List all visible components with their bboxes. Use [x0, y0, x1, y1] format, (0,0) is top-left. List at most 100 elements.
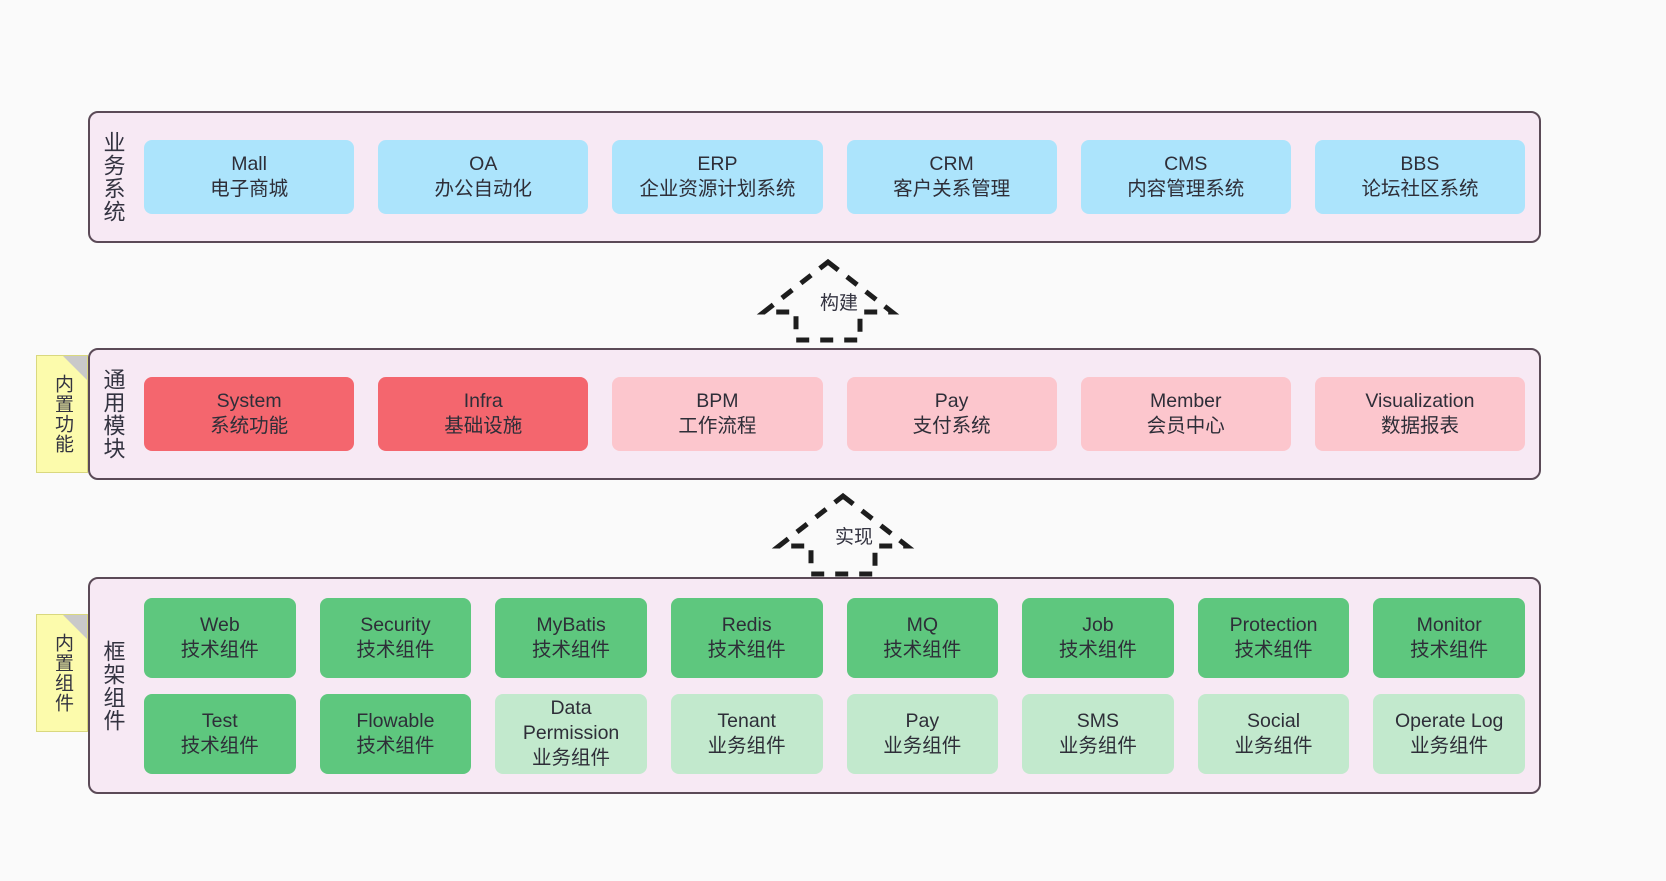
- module-card-member[interactable]: Member 会员中心: [1080, 377, 1291, 451]
- layer-row: System 系统功能 Infra 基础设施 BPM 工作流程 Pay 支付系统…: [144, 377, 1526, 451]
- module-card-erp[interactable]: ERP 企业资源计划系统: [612, 140, 823, 214]
- module-desc: 内容管理系统: [1127, 178, 1245, 200]
- connector-label: 构建: [820, 293, 859, 314]
- module-desc: 企业资源计划系统: [639, 178, 796, 200]
- layer-business-system: 业务系统 Mall 电子商城 OA 办公自动化 ERP 企业资源计划系统 CRM…: [88, 111, 1541, 243]
- layer-framework-component: 框架组件 Web 技术组件 Security 技术组件 MyBatis 技术组件…: [88, 577, 1541, 794]
- module-desc: 业务组件: [1058, 734, 1137, 757]
- module-card-sms[interactable]: SMS 业务组件: [1022, 693, 1174, 774]
- module-desc: 业务组件: [1410, 734, 1489, 757]
- module-card-job[interactable]: Job 技术组件: [1022, 597, 1174, 678]
- module-card-monitor[interactable]: Monitor 技术组件: [1373, 597, 1525, 678]
- module-desc: 技术组件: [1410, 638, 1489, 661]
- module-desc: 工作流程: [678, 415, 757, 437]
- module-desc: 办公自动化: [434, 178, 533, 200]
- module-card-pay[interactable]: Pay 支付系统: [846, 377, 1057, 451]
- module-desc: 会员中心: [1146, 415, 1225, 437]
- module-desc: 业务组件: [1234, 734, 1313, 757]
- module-card-pay-business[interactable]: Pay 业务组件: [846, 693, 999, 774]
- module-name: CMS: [1164, 153, 1208, 176]
- layer-title: 通用模块: [100, 368, 126, 460]
- module-desc: 技术组件: [707, 638, 786, 661]
- module-card-crm[interactable]: CRM 客户关系管理: [846, 140, 1057, 214]
- module-desc: 业务组件: [707, 734, 786, 757]
- sticky-note-label: 内置组件: [52, 633, 74, 713]
- generalization-arrow-icon: [756, 258, 900, 343]
- module-card-social[interactable]: Social 业务组件: [1197, 693, 1350, 774]
- layer-body: Mall 电子商城 OA 办公自动化 ERP 企业资源计划系统 CRM 客户关系…: [136, 113, 1539, 241]
- module-card-redis[interactable]: Redis 技术组件: [670, 597, 823, 678]
- layer-title: 框架组件: [100, 639, 126, 732]
- module-card-test[interactable]: Test 技术组件: [144, 693, 296, 774]
- connector-implement: 实现: [771, 492, 915, 577]
- module-name: Pay: [905, 709, 940, 732]
- module-name: Pay: [934, 390, 969, 413]
- generalization-arrow-icon: [771, 492, 915, 577]
- module-desc: 技术组件: [883, 638, 962, 661]
- module-desc: 支付系统: [912, 415, 991, 437]
- module-card-bpm[interactable]: BPM 工作流程: [612, 377, 823, 451]
- module-name: Visualization: [1365, 390, 1475, 413]
- module-desc: 技术组件: [1234, 638, 1313, 661]
- module-name: Web: [199, 613, 240, 636]
- connector-build: 构建: [756, 258, 900, 343]
- layer-row: Mall 电子商城 OA 办公自动化 ERP 企业资源计划系统 CRM 客户关系…: [144, 140, 1526, 214]
- module-name: BPM: [696, 390, 739, 413]
- module-name: Operate Log: [1394, 709, 1504, 732]
- module-name: Job: [1082, 613, 1114, 636]
- module-card-bbs[interactable]: BBS 论坛社区系统: [1314, 140, 1526, 214]
- module-name: CRM: [929, 153, 974, 176]
- module-desc: 论坛社区系统: [1361, 178, 1479, 200]
- module-desc: 数据报表: [1380, 415, 1459, 437]
- layer-body: System 系统功能 Infra 基础设施 BPM 工作流程 Pay 支付系统…: [136, 350, 1539, 478]
- module-name: Data Permission: [522, 697, 620, 745]
- module-desc: 业务组件: [532, 746, 611, 769]
- module-name: Member: [1150, 390, 1222, 413]
- module-name: OA: [469, 153, 498, 176]
- layer-body: Web 技术组件 Security 技术组件 MyBatis 技术组件 Redi…: [136, 579, 1539, 792]
- module-card-mybatis[interactable]: MyBatis 技术组件: [495, 597, 647, 678]
- module-card-visualization[interactable]: Visualization 数据报表: [1314, 377, 1526, 451]
- module-name: Social: [1247, 709, 1301, 732]
- module-desc: 客户关系管理: [893, 178, 1011, 200]
- module-name: MQ: [906, 613, 939, 636]
- module-desc: 电子商城: [210, 178, 289, 200]
- module-name: Protection: [1229, 613, 1318, 636]
- module-name: Infra: [463, 390, 503, 413]
- module-name: MyBatis: [536, 613, 606, 636]
- module-card-cms[interactable]: CMS 内容管理系统: [1080, 140, 1291, 214]
- module-name: Mall: [231, 153, 267, 176]
- layer-common-module: 通用模块 System 系统功能 Infra 基础设施 BPM 工作流程 Pay…: [88, 348, 1541, 480]
- module-desc: 技术组件: [1058, 638, 1137, 661]
- module-card-system[interactable]: System 系统功能: [144, 377, 355, 451]
- module-card-mall[interactable]: Mall 电子商城: [144, 140, 355, 214]
- module-name: SMS: [1076, 709, 1120, 732]
- module-card-protection[interactable]: Protection 技术组件: [1197, 597, 1350, 678]
- module-card-web[interactable]: Web 技术组件: [144, 597, 296, 678]
- module-desc: 技术组件: [180, 734, 259, 757]
- layer-row: Test 技术组件 Flowable 技术组件 Data Permission …: [144, 693, 1525, 774]
- sticky-note-builtin-component: 内置组件: [36, 614, 88, 732]
- module-card-security[interactable]: Security 技术组件: [319, 597, 472, 678]
- module-card-infra[interactable]: Infra 基础设施: [378, 377, 589, 451]
- module-name: System: [216, 390, 282, 413]
- module-card-mq[interactable]: MQ 技术组件: [846, 597, 999, 678]
- connector-label: 实现: [835, 527, 874, 548]
- module-name: Tenant: [717, 709, 776, 732]
- module-desc: 技术组件: [180, 638, 259, 661]
- module-card-flowable[interactable]: Flowable 技术组件: [319, 693, 472, 774]
- module-card-oa[interactable]: OA 办公自动化: [378, 140, 589, 214]
- layer-row: Web 技术组件 Security 技术组件 MyBatis 技术组件 Redi…: [144, 597, 1525, 678]
- module-desc: 业务组件: [883, 734, 962, 757]
- module-card-data-permission[interactable]: Data Permission 业务组件: [495, 693, 647, 774]
- module-card-operate-log[interactable]: Operate Log 业务组件: [1373, 693, 1525, 774]
- module-name: Monitor: [1416, 613, 1482, 636]
- sticky-note-label: 内置功能: [52, 374, 74, 454]
- module-card-tenant[interactable]: Tenant 业务组件: [670, 693, 823, 774]
- module-desc: 技术组件: [356, 638, 435, 661]
- module-name: BBS: [1400, 153, 1440, 176]
- layer-title: 业务系统: [100, 131, 126, 223]
- module-desc: 基础设施: [444, 415, 523, 437]
- module-desc: 技术组件: [532, 638, 611, 661]
